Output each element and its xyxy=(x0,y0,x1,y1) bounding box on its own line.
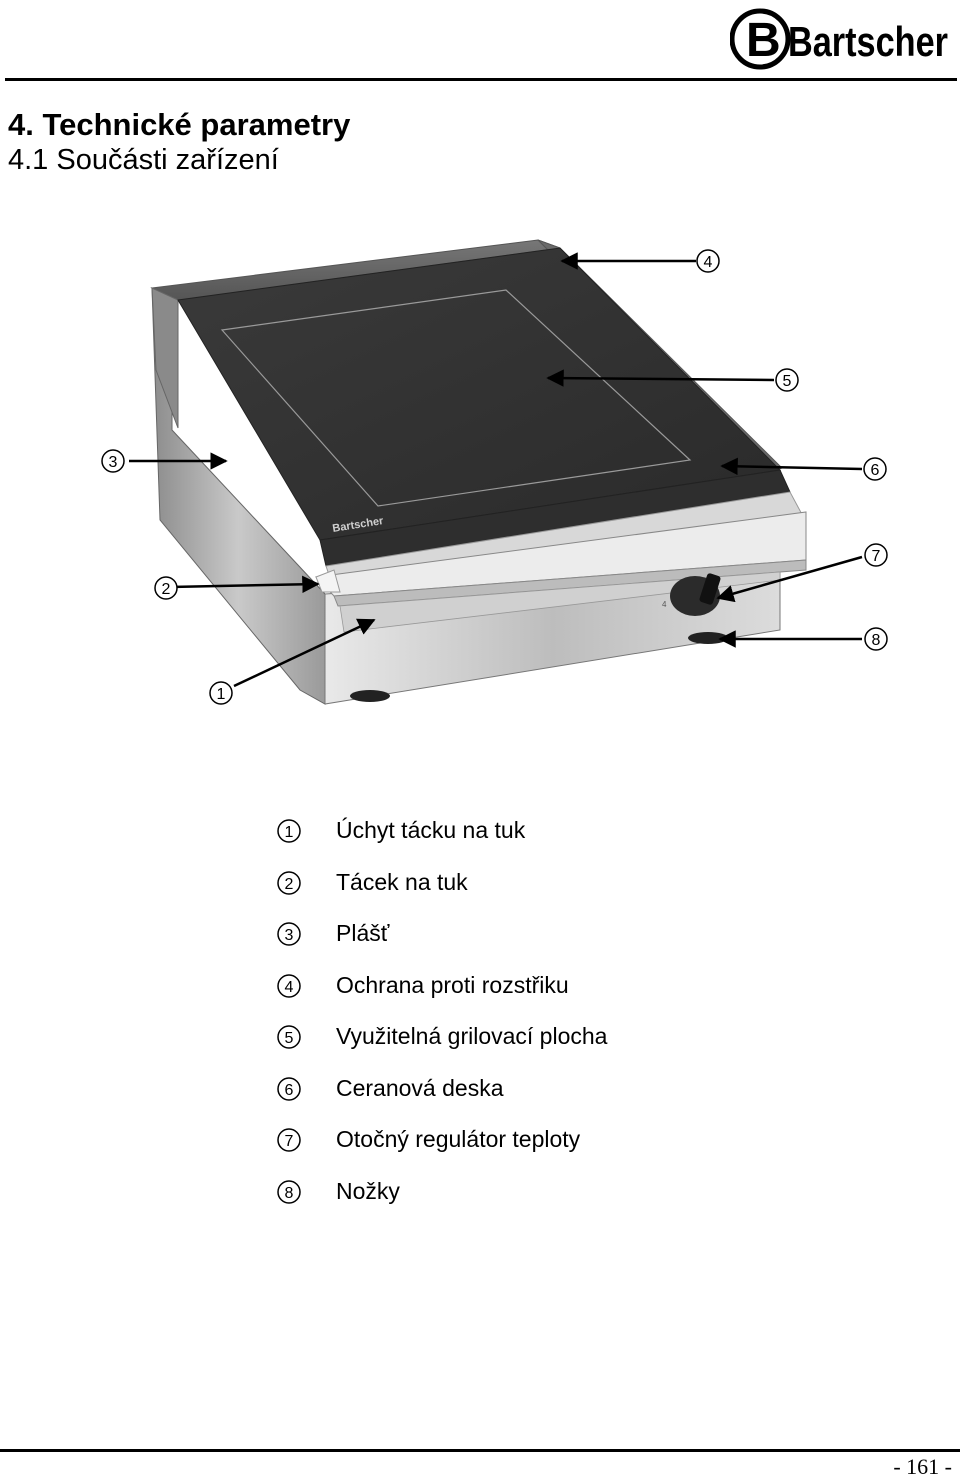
header-divider xyxy=(5,78,957,81)
legend-item: 7 Otočný regulátor teploty xyxy=(276,1122,836,1174)
callout-4: 4 xyxy=(696,249,720,273)
svg-text:4: 4 xyxy=(285,979,294,996)
svg-text:5: 5 xyxy=(285,1030,294,1047)
feet xyxy=(350,632,728,702)
svg-text:2: 2 xyxy=(285,876,294,893)
section-heading: 4. Technické parametry xyxy=(8,107,351,142)
legend-item: 8 Nožky xyxy=(276,1174,836,1226)
legend-number: 7 xyxy=(277,1128,301,1152)
callout-1: 1 xyxy=(209,681,233,705)
svg-text:1: 1 xyxy=(285,824,294,841)
legend-item: 3 Plášť xyxy=(276,916,836,968)
legend-label: Využitelná grilovací plocha xyxy=(336,1023,608,1049)
svg-text:3: 3 xyxy=(285,927,294,944)
svg-text:6: 6 xyxy=(285,1082,294,1099)
callout-8: 8 xyxy=(864,627,888,651)
svg-text:1: 1 xyxy=(217,686,226,703)
drip-tray xyxy=(314,511,807,633)
legend-label: Nožky xyxy=(336,1177,400,1204)
bartscher-logo: B Bartscher xyxy=(730,4,952,74)
legend-number: 3 xyxy=(277,922,301,946)
callout-7: 7 xyxy=(864,543,888,567)
callout-5: 5 xyxy=(775,368,799,392)
svg-text:3: 3 xyxy=(109,454,118,471)
legend-label: Ochrana proti rozstřiku xyxy=(336,971,569,998)
svg-text:8: 8 xyxy=(872,632,881,649)
callout-3: 3 xyxy=(101,449,125,473)
svg-text:5: 5 xyxy=(783,373,792,390)
legend-label: Plášť xyxy=(336,920,390,946)
legend-item: 6 Ceranová deska xyxy=(276,1071,836,1123)
subsection-heading: 4.1 Součásti zařízení xyxy=(8,144,279,176)
footer-divider xyxy=(0,1449,960,1452)
temperature-knob: 4 xyxy=(662,573,721,616)
legend-number: 5 xyxy=(277,1025,301,1049)
logo-wordmark: Bartscher xyxy=(788,18,948,65)
legend-item: 1 Úchyt tácku na tuk xyxy=(276,813,836,865)
svg-text:7: 7 xyxy=(285,1133,294,1150)
callout-lines xyxy=(129,252,863,688)
legend-label: Otočný regulátor teploty xyxy=(336,1126,581,1152)
svg-text:4: 4 xyxy=(704,254,713,271)
callout-6: 6 xyxy=(863,457,887,481)
legend-item: 5 Využitelná grilovací plocha xyxy=(276,1019,836,1071)
device-figure: Bartscher 4 xyxy=(0,220,960,730)
svg-text:6: 6 xyxy=(871,462,880,479)
legend-number: 4 xyxy=(277,973,301,998)
legend-item: 2 Tácek na tuk xyxy=(276,865,836,917)
legend-item: 4 Ochrana proti rozstřiku xyxy=(276,968,836,1020)
page-number: - 161 - xyxy=(893,1454,952,1479)
legend-number: 1 xyxy=(277,819,301,843)
svg-text:2: 2 xyxy=(162,581,171,598)
legend-label: Ceranová deska xyxy=(336,1074,504,1101)
legend-number: 2 xyxy=(277,870,301,895)
legend-number: 6 xyxy=(277,1076,301,1101)
svg-text:7: 7 xyxy=(872,548,881,565)
legend-number: 8 xyxy=(277,1179,301,1204)
legend-label: Úchyt tácku na tuk xyxy=(336,817,526,843)
knob-mark: 4 xyxy=(662,600,667,609)
callout-2: 2 xyxy=(154,576,178,600)
svg-text:8: 8 xyxy=(285,1185,294,1202)
parts-legend: 1 Úchyt tácku na tuk 2 Tácek na tuk 3 Pl… xyxy=(276,813,836,1225)
svg-text:B: B xyxy=(746,14,781,67)
legend-label: Tácek na tuk xyxy=(336,868,468,895)
